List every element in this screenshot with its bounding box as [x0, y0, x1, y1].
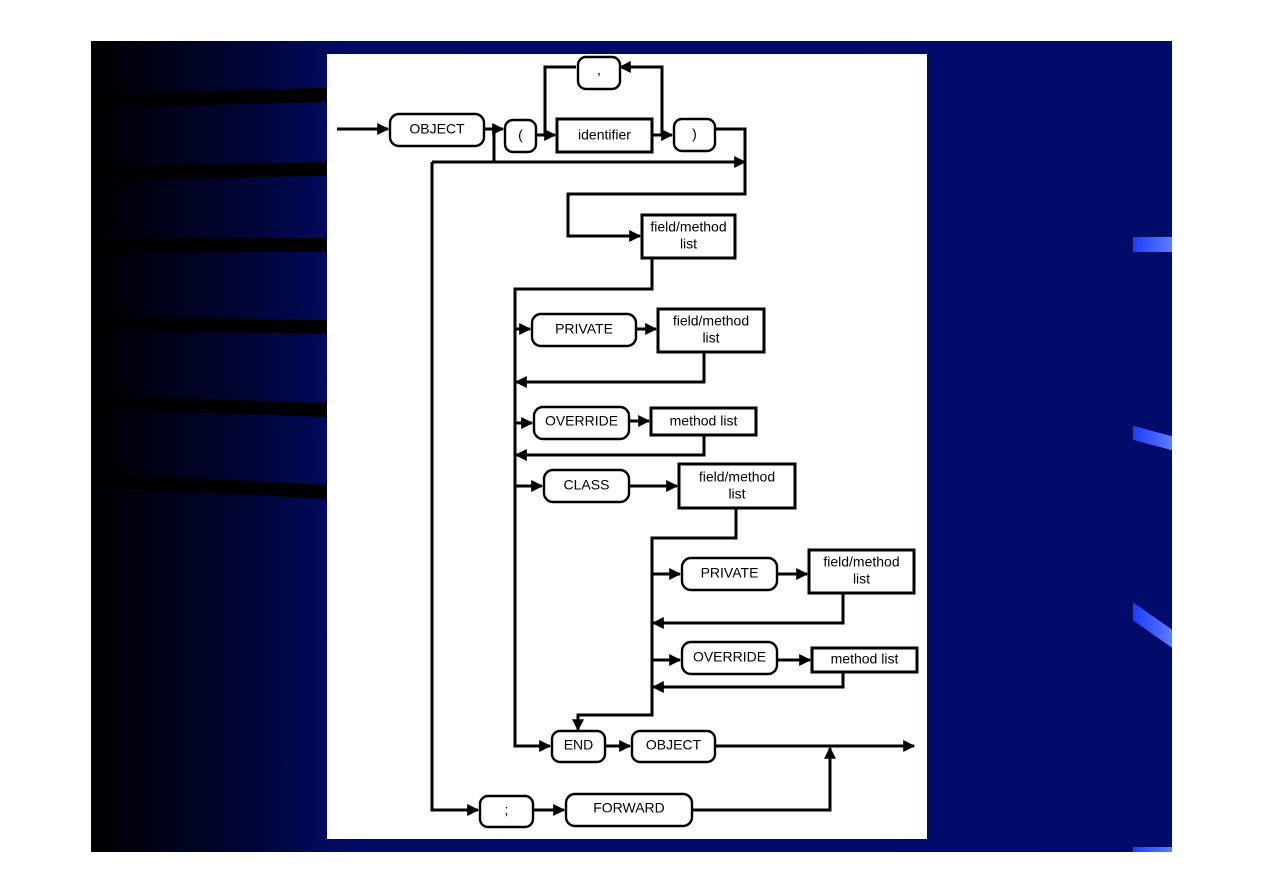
- background-stripe: [91, 87, 331, 109]
- label-line: list: [853, 570, 870, 586]
- keyword-close-paren: ): [672, 117, 717, 153]
- keyword-override: OVERRIDE: [680, 640, 779, 676]
- accent-bar: [1133, 237, 1172, 252]
- svg-text:(: (: [518, 127, 523, 143]
- keyword-forward: FORWARD: [564, 792, 694, 828]
- svg-text:method list: method list: [670, 413, 738, 429]
- keyword-object-end: OBJECT: [630, 729, 717, 764]
- keyword-comma: ,: [576, 55, 622, 91]
- svg-text:OBJECT: OBJECT: [409, 121, 465, 137]
- svg-text:FORWARD: FORWARD: [593, 800, 665, 816]
- background-stripe: [91, 315, 331, 335]
- nonterminal-method-list: method list: [649, 406, 758, 437]
- svg-text:;: ;: [505, 802, 509, 818]
- label-line: field/method: [650, 218, 726, 234]
- nonterminal-method-list: method list: [810, 646, 919, 674]
- background-stripe: [91, 394, 331, 418]
- label-line: list: [702, 329, 719, 345]
- svg-text:END: END: [564, 737, 594, 753]
- svg-text:PRIVATE: PRIVATE: [701, 565, 759, 581]
- svg-text:method list: method list: [831, 651, 899, 667]
- keyword-class: CLASS: [542, 468, 631, 504]
- keyword-semicolon: ;: [478, 794, 535, 829]
- connector-lines: [337, 61, 916, 816]
- accent-bar: [1133, 425, 1172, 451]
- label-line: field/method: [699, 468, 775, 484]
- keyword-end: END: [550, 729, 607, 764]
- svg-text:OBJECT: OBJECT: [646, 737, 702, 753]
- svg-text:identifier: identifier: [578, 127, 631, 143]
- svg-text:OVERRIDE: OVERRIDE: [545, 413, 618, 429]
- svg-text:PRIVATE: PRIVATE: [555, 321, 613, 337]
- accent-bar: [1133, 847, 1172, 852]
- svg-text:,: ,: [597, 62, 601, 78]
- svg-text:CLASS: CLASS: [564, 477, 610, 493]
- background-stripe: [91, 161, 331, 181]
- label-line: list: [728, 485, 745, 501]
- svg-text:): ): [692, 126, 697, 142]
- keyword-open-paren: (: [503, 118, 538, 154]
- label-line: field/method: [823, 553, 899, 569]
- background-stripe: [91, 238, 331, 252]
- keyword-private: PRIVATE: [680, 556, 779, 592]
- nonterminal-identifier: identifier: [555, 117, 654, 154]
- keyword-object-start: OBJECT: [388, 112, 486, 148]
- svg-text:OVERRIDE: OVERRIDE: [693, 649, 766, 665]
- label-line: field/method: [673, 312, 749, 328]
- accent-bar: [1133, 602, 1172, 648]
- label-line: list: [680, 235, 697, 251]
- keyword-override: OVERRIDE: [532, 405, 631, 441]
- keyword-private: PRIVATE: [530, 312, 638, 348]
- background-stripe: [91, 472, 331, 500]
